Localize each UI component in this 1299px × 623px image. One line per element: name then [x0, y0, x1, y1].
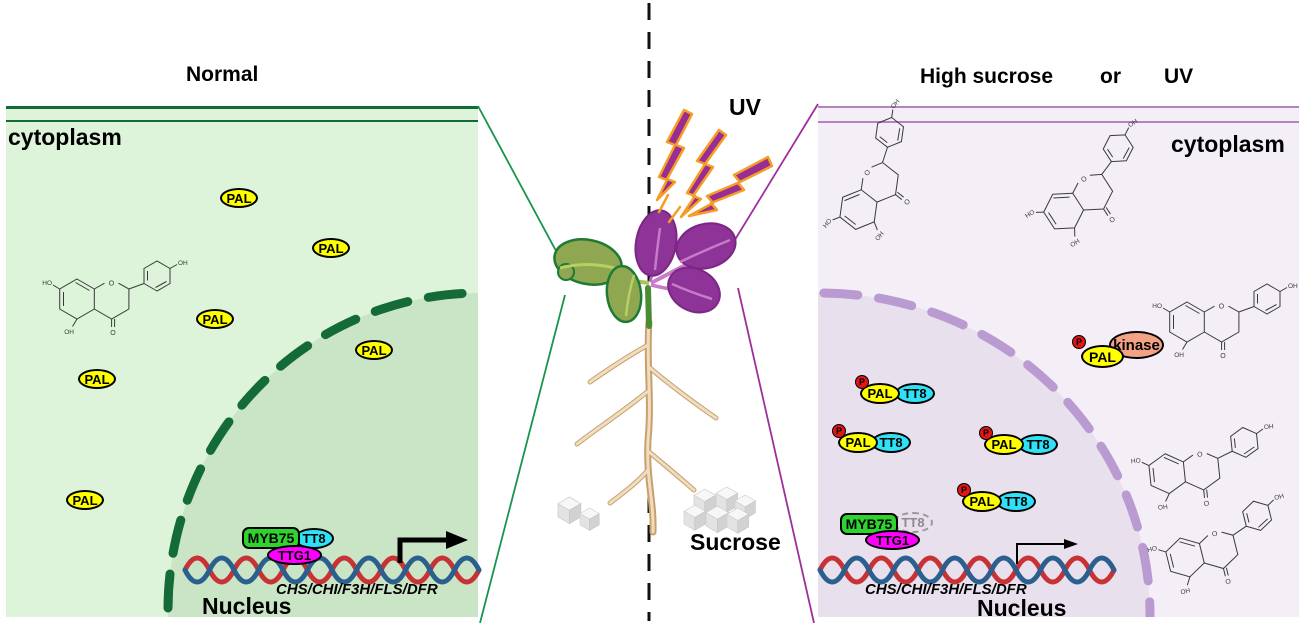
- plant-illustration: [553, 209, 737, 329]
- left-panel-title: Normal: [186, 63, 259, 86]
- phosphate-badge: P: [832, 424, 846, 438]
- pal-protein: PAL: [312, 238, 350, 258]
- purple-leaf: [675, 222, 737, 270]
- pal-protein: PAL: [860, 383, 900, 404]
- pal-protein: PAL: [962, 491, 1002, 512]
- phosphate-badge: P: [979, 426, 993, 440]
- pal-protein: PAL: [66, 490, 104, 510]
- pal-protein: PAL: [1081, 345, 1124, 368]
- phosphate-badge: P: [1072, 335, 1086, 349]
- tt8-protein: TT8: [1018, 434, 1058, 455]
- right-panel-title-part1: High sucrose: [920, 65, 1054, 88]
- phosphate-badge: P: [957, 483, 971, 497]
- dna-helix: [182, 555, 1117, 585]
- right-nucleus-label: Nucleus: [977, 595, 1067, 621]
- phosphate-badge: P: [855, 375, 869, 389]
- pal-protein: PAL: [196, 309, 234, 329]
- sucrose-cubes: [557, 486, 756, 534]
- pal-protein: PAL: [78, 369, 116, 389]
- zoom-lines: [477, 103, 819, 623]
- tt8-protein: TT8: [996, 491, 1036, 512]
- left-gene-label: CHS/CHI/F3H/FLS/DFR: [276, 581, 438, 598]
- left-cytoplasm-label: cytoplasm: [8, 124, 122, 150]
- right-panel-inner-line: [818, 121, 1299, 123]
- pal-protein: PAL: [984, 434, 1024, 455]
- left-panel-inner-line: [6, 120, 478, 122]
- plant-roots: [574, 318, 719, 536]
- right-panel-title-part3: UV: [1164, 65, 1194, 88]
- tt8-protein: TT8: [895, 383, 935, 404]
- purple-leaf: [634, 209, 678, 277]
- pal-protein: PAL: [220, 188, 258, 208]
- left-nucleus-label: Nucleus: [202, 593, 292, 619]
- right-cytoplasm-label: cytoplasm: [1171, 131, 1285, 157]
- pal-protein: PAL: [838, 432, 878, 453]
- ttg1-protein: TTG1: [267, 545, 322, 565]
- ttg1-protein: TTG1: [865, 530, 920, 550]
- purple-leaf: [667, 266, 721, 314]
- pal-protein: PAL: [355, 340, 393, 360]
- myb75-protein: MYB75: [242, 527, 300, 549]
- uv-bolt-icon: [655, 108, 774, 224]
- right-panel-title-part2: or: [1100, 65, 1121, 88]
- transcription-arrow-strong: [397, 531, 468, 563]
- uv-label: UV: [729, 94, 761, 120]
- sucrose-label: Sucrose: [690, 529, 781, 555]
- transcription-arrow-weak: [1016, 539, 1078, 564]
- green-leaf: [605, 264, 643, 324]
- right-gene-label: CHS/CHI/F3H/FLS/DFR: [865, 581, 1027, 598]
